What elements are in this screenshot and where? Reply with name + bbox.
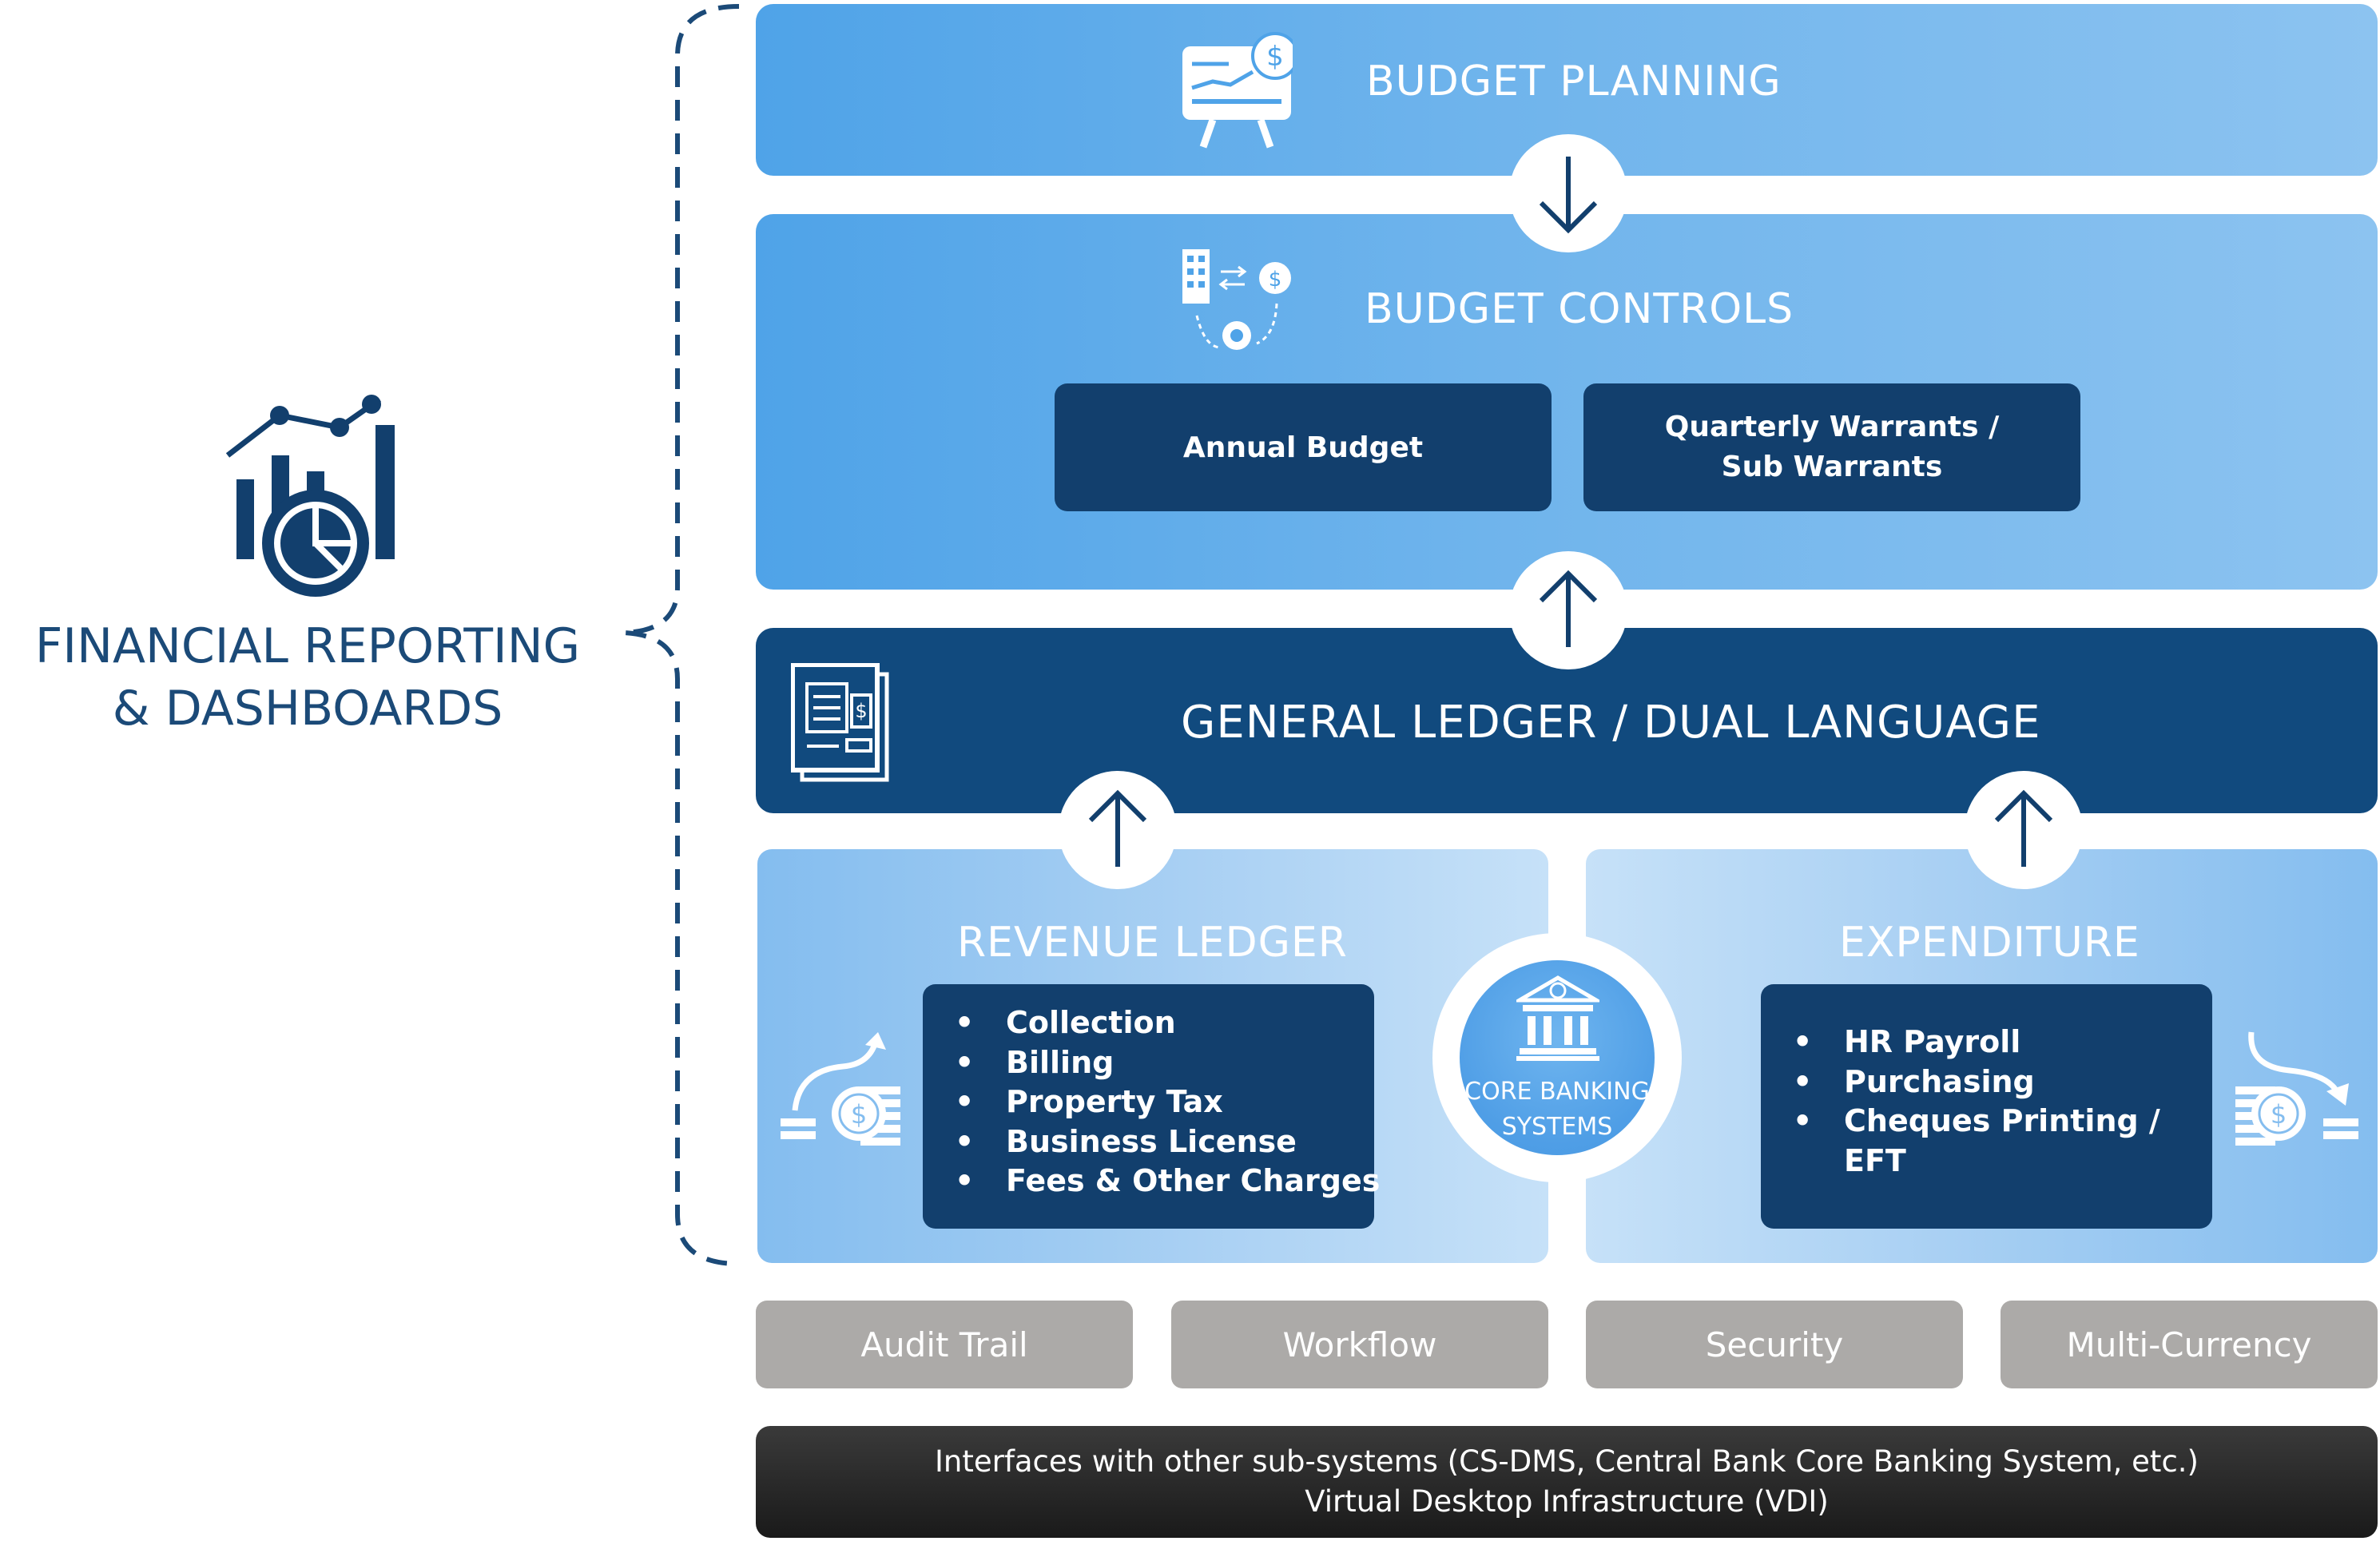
list-item: EFT — [1844, 1142, 1906, 1178]
list-item: Billing — [955, 1043, 1380, 1083]
financial-reporting-title-line1: FINANCIAL REPORTING — [34, 618, 581, 674]
general-ledger-title: GENERAL LEDGER / DUAL LANGUAGE — [1181, 697, 2041, 749]
list-item: Collection — [955, 1003, 1380, 1043]
arrow-up-icon — [1539, 570, 1598, 647]
arrow-up-icon — [1088, 789, 1147, 867]
svg-text:$: $ — [1269, 268, 1282, 292]
budget-controls-title: BUDGET CONTROLS — [1365, 285, 1794, 333]
bank-icon — [1512, 973, 1604, 1062]
list-item: Cheques Printing / — [1793, 1102, 2160, 1142]
budget-controls-panel — [756, 214, 2378, 590]
list-item: Business License — [955, 1122, 1380, 1162]
svg-text:$: $ — [851, 1099, 867, 1130]
interfaces-footer: Interfaces with other sub-systems (CS-DM… — [756, 1426, 2378, 1538]
financial-reporting-title: FINANCIAL REPORTING & DASHBOARDS — [16, 615, 599, 740]
revenue-ledger-title: REVENUE LEDGER — [957, 919, 1348, 967]
arrow-up-connector — [1965, 771, 2083, 889]
core-banking-label: CORE BANKING SYSTEMS — [1432, 1074, 1682, 1145]
quarterly-warrants-label-line2: Sub Warrants — [1721, 451, 1943, 483]
arrow-up-connector — [1059, 771, 1177, 889]
svg-text:$: $ — [2271, 1099, 2287, 1130]
arrow-up-icon — [1994, 789, 2053, 867]
annual-budget-label: Annual Budget — [1182, 431, 1424, 464]
quarterly-warrants-label-line1: Quarterly Warrants / — [1664, 411, 2000, 443]
ledger-document-icon: $ — [790, 662, 891, 783]
arrow-up-connector — [1509, 551, 1627, 669]
revenue-ledger-list: Collection Billing Property Tax Business… — [923, 984, 1380, 1229]
footer-line2: Virtual Desktop Infrastructure (VDI) — [1305, 1484, 1829, 1519]
multi-currency-module: Multi-Currency — [2001, 1301, 2378, 1388]
security-module: Security — [1586, 1301, 1963, 1388]
money-stack-up-arrow-icon: $ — [779, 1031, 907, 1150]
footer-line1: Interfaces with other sub-systems (CS-DM… — [935, 1444, 2199, 1479]
core-banking-label-line1: CORE BANKING — [1464, 1078, 1650, 1106]
list-item: Property Tax — [955, 1082, 1380, 1122]
analytics-chart-icon — [224, 383, 399, 599]
dashed-brace — [607, 0, 767, 1278]
svg-text:$: $ — [1266, 41, 1284, 73]
core-banking-label-line2: SYSTEMS — [1501, 1113, 1613, 1141]
money-stack-down-arrow-icon: $ — [2234, 1031, 2362, 1150]
list-item: Fees & Other Charges — [955, 1162, 1380, 1201]
list-item: HR Payroll — [1793, 1023, 2160, 1062]
presentation-board-icon: $ — [1181, 32, 1299, 150]
annual-budget-box: Annual Budget — [1055, 383, 1552, 511]
svg-text:$: $ — [855, 700, 867, 722]
list-item: Purchasing — [1793, 1062, 2160, 1102]
audit-trail-module: Audit Trail — [756, 1301, 1133, 1388]
arrow-down-icon — [1539, 157, 1598, 234]
arrow-down-connector — [1509, 134, 1627, 252]
expenditure-list: HR Payroll Purchasing Cheques Printing /… — [1761, 984, 2212, 1229]
workflow-module: Workflow — [1171, 1301, 1548, 1388]
financial-reporting-title-line2: & DASHBOARDS — [112, 681, 503, 737]
building-exchange-gear-icon: $ — [1181, 248, 1293, 359]
budget-planning-title: BUDGET PLANNING — [1366, 58, 1782, 105]
expenditure-title: EXPENDITURE — [1839, 919, 2140, 967]
quarterly-warrants-box: Quarterly Warrants / Sub Warrants — [1583, 383, 2080, 511]
